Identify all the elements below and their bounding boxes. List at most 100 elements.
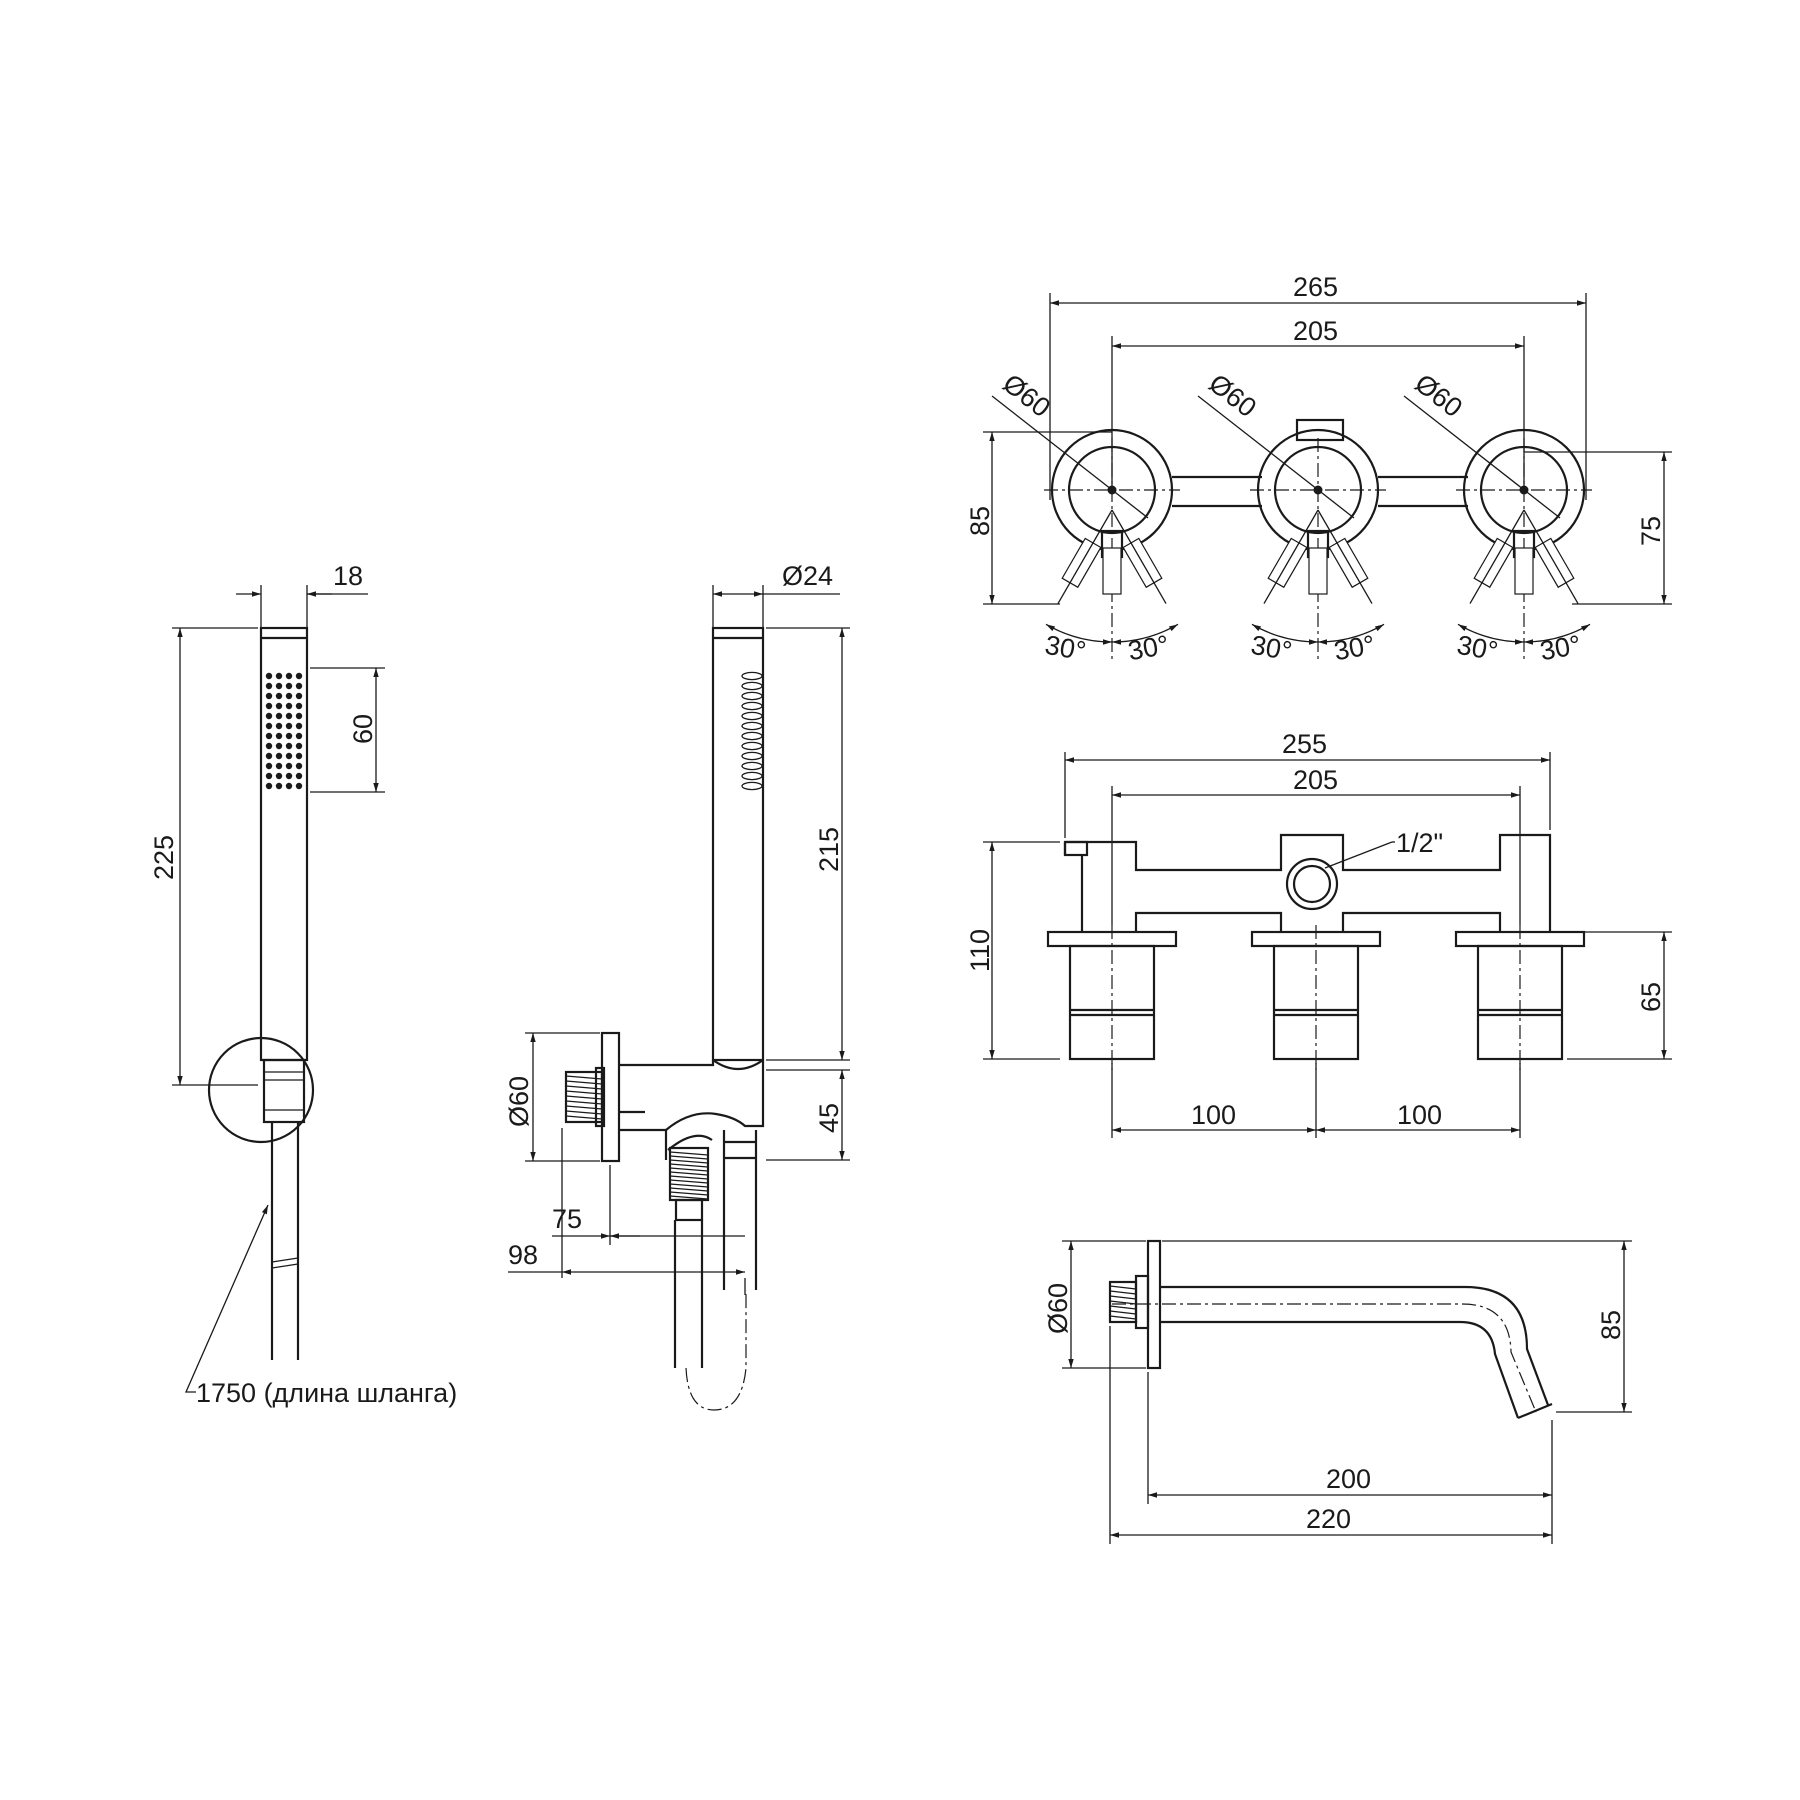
dim-side-depth-98: 98: [508, 1240, 538, 1270]
dim-inlet-connection: 1/2": [1396, 828, 1443, 858]
side-bracket-arm: [619, 1060, 715, 1160]
nozzle-dot: [285, 762, 293, 770]
nozzle-dot: [295, 772, 303, 780]
dim-side-body-height: 215: [814, 827, 844, 872]
valve-handle-1: [991, 395, 1180, 662]
nozzle-dot: [265, 722, 273, 730]
handshower-handle: [259, 626, 309, 1062]
spout-pipe-top: [1160, 1285, 1550, 1406]
nozzle-dot: [285, 692, 293, 700]
side-handle: [711, 626, 765, 1062]
nozzle-dot: [295, 692, 303, 700]
angle-label-4: 30°: [1332, 630, 1377, 667]
hose-nut: [262, 1058, 306, 1124]
nozzle-dot: [285, 742, 293, 750]
dim-handle-diameter-2: Ø60: [1203, 368, 1262, 423]
dim-valves-height-right: 75: [1636, 516, 1666, 546]
nozzle-dot: [275, 722, 283, 730]
dim-spray-length: 60: [348, 714, 378, 744]
nozzle-dot: [295, 732, 303, 740]
dim-handle-diameter-3: Ø60: [1409, 368, 1468, 423]
manifold-lower: [1080, 855, 1502, 932]
dim-valves-axis-spacing: 205: [1293, 316, 1338, 346]
nozzle-dot: [265, 742, 273, 750]
dim-handle-diameter-1: Ø60: [997, 368, 1056, 423]
nozzle-dot: [265, 692, 273, 700]
nozzle-dot: [275, 692, 283, 700]
dim-handshower-height: 225: [149, 835, 179, 880]
nozzle-dot: [275, 772, 283, 780]
lever: [1308, 547, 1328, 595]
side-nozzle: [741, 731, 763, 741]
nozzle-dot: [265, 672, 273, 680]
dim-spout-length: 200: [1326, 1464, 1371, 1494]
nozzle-dot: [295, 742, 303, 750]
nozzle-dot: [295, 762, 303, 770]
side-nozzle: [741, 751, 763, 761]
nozzle-dot: [265, 712, 273, 720]
diverter-top: [1295, 418, 1345, 442]
side-hose: [673, 1220, 704, 1368]
angle-label-6: 30°: [1538, 630, 1583, 667]
dim-valves-height-left: 85: [965, 506, 995, 536]
nozzle-dot: [285, 772, 293, 780]
angle-label-1: 30°: [1043, 630, 1088, 667]
nozzle-dot: [265, 782, 273, 790]
side-nozzle: [741, 721, 763, 731]
nozzle-dot: [265, 752, 273, 760]
dim-top-spacing-left: 100: [1191, 1100, 1236, 1130]
cartridge-1: [1046, 925, 1178, 1070]
dim-handshower-width: 18: [333, 561, 363, 591]
dim-top-axis-spacing: 205: [1293, 765, 1338, 795]
side-nozzle: [741, 701, 763, 711]
spout-outlet: [1517, 1402, 1553, 1420]
side-nozzle: [741, 781, 763, 791]
nozzle-dot: [275, 762, 283, 770]
side-thread: [564, 1070, 604, 1124]
nozzle-dot: [265, 682, 273, 690]
nozzle-dot: [265, 772, 273, 780]
dim-top-height-left: 110: [965, 929, 995, 972]
nozzle-dot: [295, 682, 303, 690]
dim-top-height-right: 65: [1636, 982, 1666, 1012]
angle-label-5: 30°: [1455, 630, 1500, 667]
spout-view: Ø60 85 200 220: [1043, 1239, 1632, 1544]
nozzle-dot: [285, 712, 293, 720]
side-nozzle: [741, 761, 763, 771]
dim-top-overall-width: 255: [1282, 729, 1327, 759]
inlet-inner: [1292, 864, 1332, 904]
nozzle-dot: [285, 672, 293, 680]
valve-handle-2: [1197, 395, 1386, 662]
nozzle-dot: [275, 782, 283, 790]
hose: [270, 1122, 300, 1360]
dim-spout-overall-length: 220: [1306, 1504, 1351, 1534]
nozzle-dot: [275, 712, 283, 720]
nozzle-dot: [285, 782, 293, 790]
nozzle-dot: [285, 752, 293, 760]
inlet-outer: [1285, 857, 1339, 911]
side-nozzle: [741, 681, 763, 691]
nozzle-dot: [275, 742, 283, 750]
nozzle-dot: [265, 702, 273, 710]
nozzle-dot: [295, 672, 303, 680]
side-nozzle: [741, 671, 763, 681]
valves-top-view: 1/2" 255 205 110 65 100 100: [965, 729, 1672, 1138]
nozzle-dot: [275, 702, 283, 710]
nozzle-dot: [275, 682, 283, 690]
nozzle-dot: [295, 712, 303, 720]
cartridge-2: [1250, 925, 1382, 1070]
nozzle-dot: [295, 722, 303, 730]
dim-side-diameter: Ø24: [782, 561, 833, 591]
handshower-front-view: 18 60 225 1750 (длина шланга): [149, 561, 457, 1408]
dim-spout-height: 85: [1596, 1310, 1626, 1340]
nozzle-dot: [285, 722, 293, 730]
dim-side-holder-height: 45: [814, 1103, 844, 1133]
angle-label-3: 30°: [1249, 630, 1294, 667]
dim-side-depth-75: 75: [552, 1204, 582, 1234]
handshower-side-view: Ø24 215 45 Ø60 75 98: [504, 561, 850, 1411]
nozzle-dot: [285, 732, 293, 740]
dim-valves-overall-width: 265: [1293, 272, 1338, 302]
side-nozzle: [741, 741, 763, 751]
dim-spout-flange-diameter: Ø60: [1043, 1283, 1073, 1334]
nozzle-dot: [275, 752, 283, 760]
